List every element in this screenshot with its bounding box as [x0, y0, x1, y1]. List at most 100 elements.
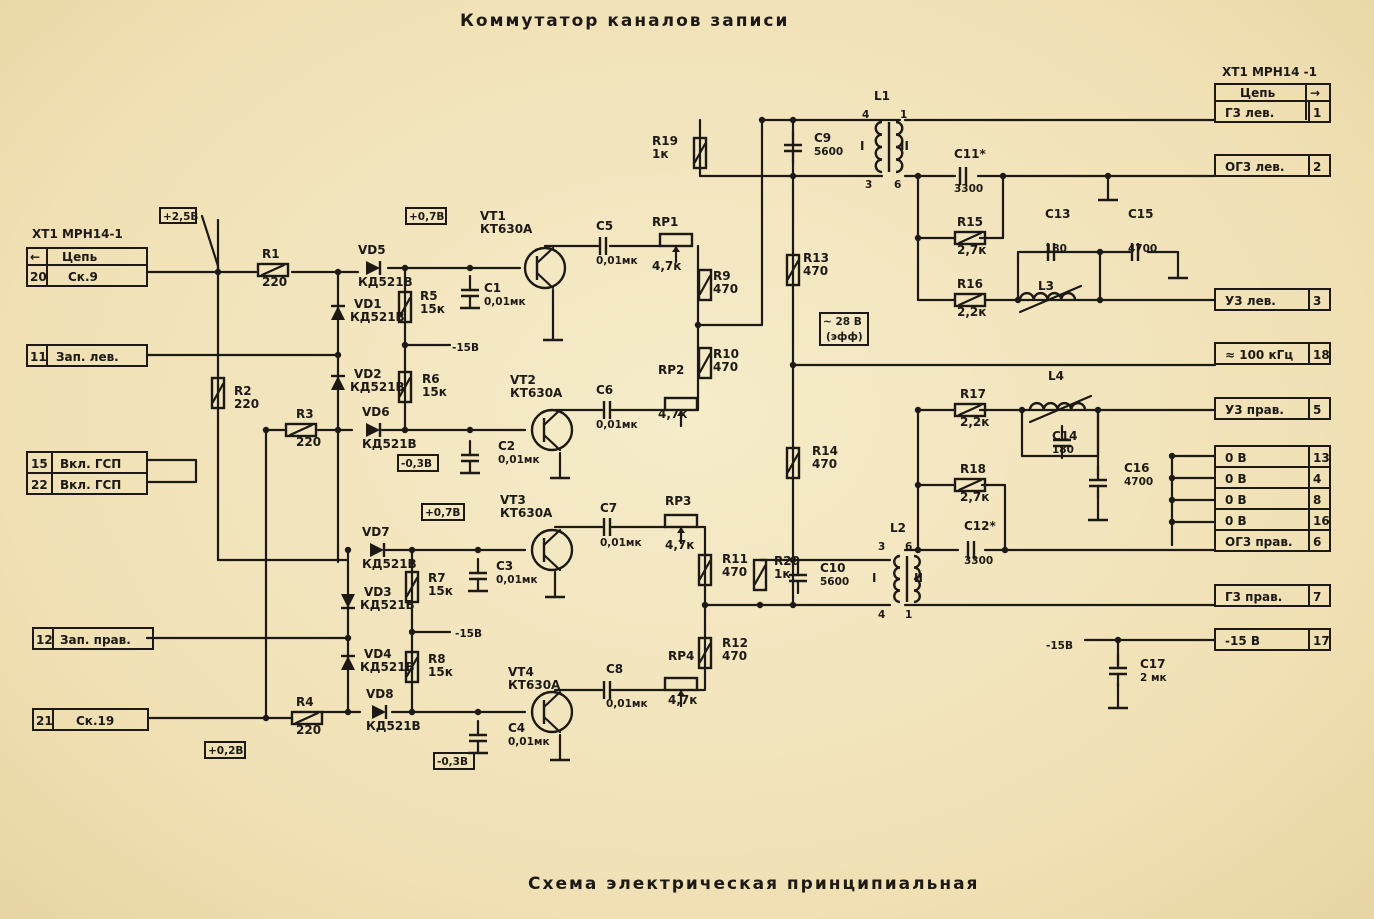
right-pin-signal: ОГ3 лев. [1225, 160, 1284, 174]
resistor: R1 220 [256, 247, 290, 289]
capacitor-name: C11* [954, 147, 987, 161]
voltage-tag: +0,7В [409, 211, 444, 223]
left-pin-signal: Вкл. ГСП [60, 457, 121, 471]
diode-value: КД521В [350, 380, 405, 394]
diode-name: VD8 [366, 687, 394, 701]
transistor-name: VT2 [510, 373, 536, 387]
resistor-name: R1 [262, 247, 280, 261]
junction-dot [694, 321, 702, 329]
capacitor-name: C4 [508, 721, 525, 735]
transistor-value: КТ630А [500, 506, 553, 520]
left-pin-row [26, 472, 148, 495]
diode-name: VD4 [364, 647, 392, 661]
junction-dot [1014, 296, 1022, 304]
capacitor: C80,01мк [602, 662, 648, 710]
resistor-name: R9 [713, 269, 731, 283]
trimmer-name: RP1 [652, 215, 678, 229]
capacitor-value: 5600 [820, 576, 849, 588]
resistor-value: 470 [803, 264, 828, 278]
resistor-value: 2,7к [957, 243, 986, 257]
capacitor-name: C9 [814, 131, 831, 145]
capacitor-value: 3300 [964, 555, 993, 567]
junction-dot [344, 708, 352, 716]
junction-dot [1018, 406, 1026, 414]
capacitor-name: C2 [498, 439, 515, 453]
junction-dot [344, 634, 352, 642]
junction-dot [1096, 248, 1104, 256]
junction-dot [262, 714, 270, 722]
diode-name: VD6 [362, 405, 390, 419]
resistor-name: R7 [428, 571, 446, 585]
resistor-value: 220 [262, 275, 287, 289]
junction-dot [474, 546, 482, 554]
capacitor-name: C8 [606, 662, 623, 676]
voltage-tag: -15В [455, 628, 482, 640]
resistor-value: 15к [422, 385, 447, 399]
diode-value: КД521В [362, 437, 417, 451]
right-pin-signal: 0 В [1225, 472, 1247, 486]
resistor-name: R12 [722, 636, 748, 650]
resistor-value: 220 [296, 435, 321, 449]
right-pin-num: 17 [1313, 634, 1330, 648]
junction-dot [1096, 296, 1104, 304]
right-pin-signal: У3 лев. [1225, 294, 1276, 308]
capacitor-value: 2 мк [1140, 672, 1167, 684]
junction-dot [1168, 452, 1176, 460]
junction-dot [408, 708, 416, 716]
capacitor-name: C15 [1128, 207, 1154, 221]
right-header-circuit: Цепь [1240, 86, 1276, 100]
resistor-value: 220 [296, 723, 321, 737]
winding-pin: 1 [905, 609, 912, 621]
transistor-name: VT1 [480, 209, 506, 223]
right-pin-row: -15 В 17 [1214, 628, 1331, 651]
resistor-name: R18 [960, 462, 986, 476]
resistor-name: R16 [957, 277, 983, 291]
winding-pin: 3 [878, 541, 885, 553]
right-pin-signal: -15 В [1225, 634, 1260, 648]
left-pin-num: 12 [36, 633, 53, 647]
voltage-tag: +0,2В [208, 745, 243, 757]
right-pin-num: 13 [1313, 451, 1330, 465]
winding-pin: 1 [900, 109, 907, 121]
junction-dot [408, 546, 416, 554]
inductor-name: L3 [1038, 279, 1054, 293]
left-connector: XT1 MPH14-1 ← Цепь 20 Ск.9 11 Зап. лев. … [26, 227, 198, 731]
transformer-winding [895, 120, 904, 174]
capacitor-name: C12* [964, 519, 997, 533]
resistor-value: 470 [722, 565, 747, 579]
schematic-footer: Схема электрическая принципиальная [528, 874, 979, 894]
junction-dot [789, 556, 797, 564]
diode-value: КД521В [366, 719, 421, 733]
winding-pin: 3 [865, 179, 872, 191]
junction-dot [789, 601, 797, 609]
inductor: L4 [1028, 369, 1093, 424]
transformer-winding [893, 554, 901, 604]
transistor-value: КТ630А [480, 222, 533, 236]
voltage-tag: -0,3В [401, 458, 432, 470]
trimmer-value: 4,7к [652, 259, 681, 273]
resistor-value: 2,7к [960, 490, 989, 504]
diode-name: VD2 [354, 367, 382, 381]
right-pin-signal: ОГ3 прав. [1225, 535, 1293, 549]
left-pin-signal: Вкл. ГСП [60, 478, 121, 492]
junction-dot [334, 351, 342, 359]
capacitor-value: 4700 [1124, 476, 1153, 488]
